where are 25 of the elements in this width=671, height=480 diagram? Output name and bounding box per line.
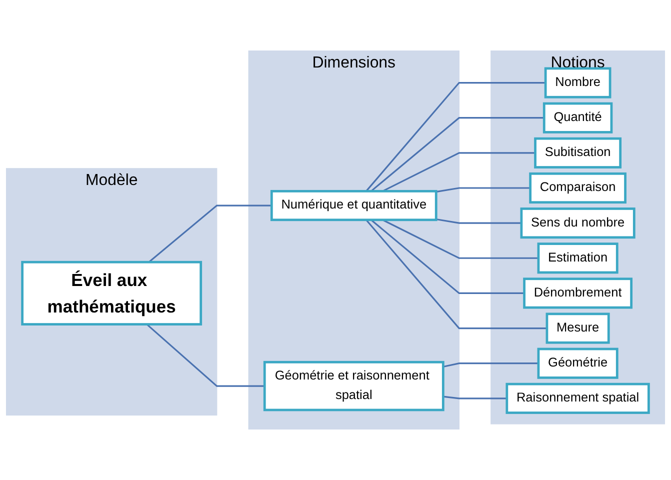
connector — [148, 204, 272, 263]
node-box: Estimation — [537, 242, 618, 274]
node-box: Dénombrement — [523, 278, 632, 309]
connector — [442, 362, 538, 368]
node-box: Sens du nombre — [520, 208, 636, 239]
node-box: Raisonnement spatial — [506, 382, 650, 414]
connector — [443, 396, 507, 400]
node-box: Quantité — [542, 102, 613, 134]
node-box: Mesure — [546, 312, 610, 344]
connector — [436, 218, 522, 224]
node-box: Géométrie — [537, 348, 618, 379]
connector — [146, 324, 265, 387]
node-box: Nombre — [544, 67, 612, 98]
node-box: Comparaison — [529, 172, 626, 204]
node-box: Numérique et quantitative — [270, 190, 438, 222]
connector — [366, 82, 546, 192]
node-box: Éveil aux mathématiques — [21, 260, 202, 326]
connector — [370, 117, 544, 192]
connector — [382, 219, 538, 259]
connector — [382, 152, 536, 192]
node-box: Géométrie et raisonnement spatial — [263, 360, 444, 412]
connector — [366, 219, 547, 330]
node-box: Subitisation — [534, 137, 622, 168]
connector — [436, 187, 530, 193]
connector — [370, 219, 524, 294]
